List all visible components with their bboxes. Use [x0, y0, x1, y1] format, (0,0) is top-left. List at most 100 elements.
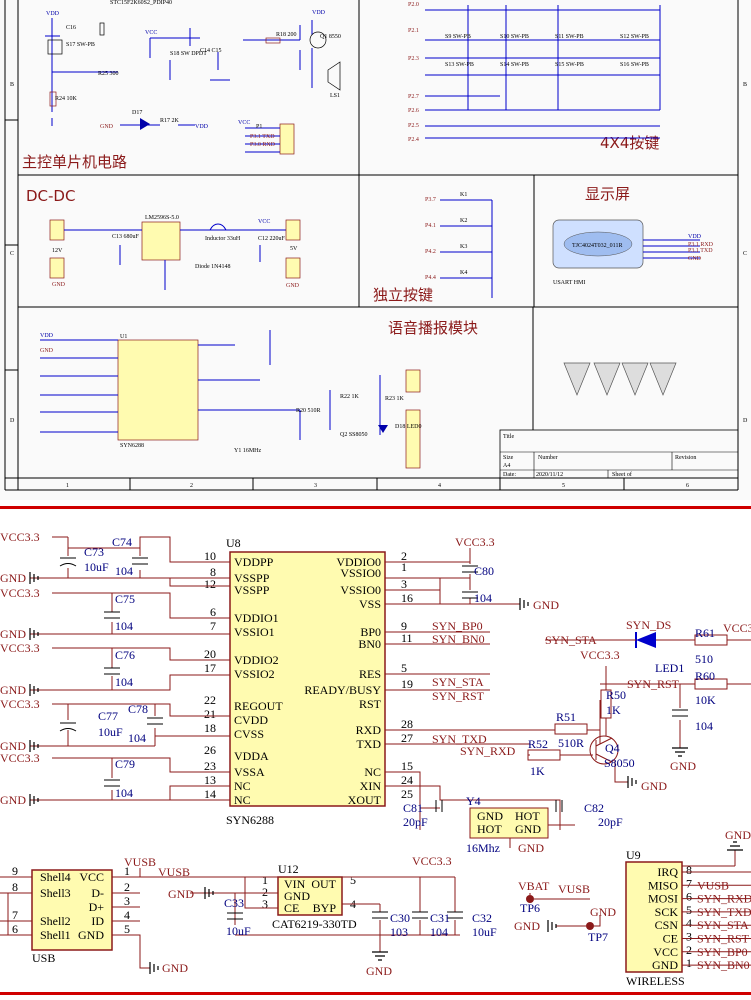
u8-pin-name: READY/BUSY: [304, 683, 381, 697]
c76-ref: C76: [115, 648, 135, 662]
date-label: Date:: [503, 472, 516, 478]
y4-hot: HOT: [477, 822, 502, 836]
svg-text:TJC4024T032_011R: TJC4024T032_011R: [572, 243, 622, 249]
u8-pin-number: 2: [401, 549, 407, 563]
u9-net-label: SYN_BP0: [697, 945, 748, 959]
svg-text:S12 SW-PB: S12 SW-PB: [620, 34, 649, 40]
u8-pin-number: 7: [210, 619, 216, 633]
c80-value: 104: [474, 591, 492, 605]
svg-text:R22 1K: R22 1K: [340, 394, 360, 400]
gnd-label-tp: GND: [514, 919, 540, 933]
svg-text:R18 200: R18 200: [276, 32, 297, 38]
u8-pin-name: NC: [234, 793, 251, 807]
usb-pin-name: ID: [91, 914, 104, 928]
u8-pin-number: 25: [401, 787, 413, 801]
svg-text:P2.4: P2.4: [408, 137, 419, 143]
u12-pin-number: 3: [262, 897, 268, 911]
number-label: Number: [538, 455, 558, 461]
gnd-label-5: GND: [0, 793, 26, 807]
u9-pin-name: MOSI: [648, 892, 678, 906]
grid-letter-d-right: D: [743, 418, 748, 424]
usb-label: USB: [32, 951, 55, 965]
net-syn-txd: SYN_TXD: [432, 732, 487, 746]
u8-pin-name: REGOUT: [234, 699, 283, 713]
u8-pin-name: CVSS: [234, 727, 264, 741]
c33-value: 10uF: [226, 924, 251, 938]
grid-letter-d: D: [10, 418, 15, 424]
u8-pin-number: 16: [401, 591, 413, 605]
svg-text:S10 SW-PB: S10 SW-PB: [500, 34, 529, 40]
u8-pin-name: RST: [359, 697, 382, 711]
u9-pin-name: MISO: [648, 878, 678, 892]
dcdc-section-title: DC-DC: [26, 187, 75, 205]
svg-text:S17 SW-PB: S17 SW-PB: [66, 42, 95, 48]
c32-value: 10uF: [472, 925, 497, 939]
u8-pin-name: CVDD: [234, 713, 268, 727]
title-block: Title Size A4 Number Revision Date: 2020…: [499, 429, 739, 479]
voice-section-title: 语音播报模块: [388, 319, 478, 337]
mcu-section-title: 主控单片机电路: [22, 153, 127, 171]
net-syn-ds: SYN_DS: [626, 618, 671, 632]
usb-block: GND VUSB USB Shell49Shell38Shell27Shell1…: [0, 855, 188, 975]
u9-pin-number: 7: [686, 876, 692, 890]
u8-pin-number: 11: [401, 631, 413, 645]
net-syn-bn0: SYN_BN0: [432, 632, 485, 646]
bottom-separator: [0, 992, 751, 995]
u9-pin-number: 1: [686, 956, 692, 970]
u8-pin-number: 6: [210, 605, 216, 619]
svg-text:C12 220uF: C12 220uF: [258, 236, 286, 242]
r50-ref: R50: [606, 688, 626, 702]
u12-pin-name: BYP: [313, 901, 337, 915]
u12-pin-name: OUT: [311, 877, 336, 891]
svg-text:GND: GND: [52, 282, 66, 288]
date-value: 2020/11/12: [536, 472, 563, 478]
u8-pin-number: 8: [210, 565, 216, 579]
u8-pin-name: TXD: [356, 737, 381, 751]
vcc-label-r61: VCC3.3: [723, 621, 751, 635]
svg-text:5V: 5V: [290, 246, 298, 252]
top-separator: [0, 506, 751, 509]
usb-pin-number: 1: [124, 864, 130, 878]
u8-left-pins: VDDPP10VSSPP8VSSPP12VDDIO16VSSIO17VDDIO2…: [204, 549, 283, 807]
c81-value: 20pF: [403, 815, 428, 829]
y4-ref: Y4: [466, 794, 481, 808]
net-syn-bp0: SYN_BP0: [432, 619, 483, 633]
vcc-label-r50: VCC3.3: [580, 648, 620, 662]
top-panel: B C D B C D 1 2 3 4 5 6 主控单片机电路 4X4按键 DC…: [4, 0, 748, 491]
u12-pin-name: VIN: [284, 877, 306, 891]
svg-text:S14 SW-PB: S14 SW-PB: [500, 62, 529, 68]
u8-pin-number: 12: [204, 577, 216, 591]
c79-ref: C79: [115, 757, 135, 771]
led1-ref: LED1: [655, 661, 684, 675]
vcc-label-4: VCC3.3: [0, 697, 40, 711]
svg-text:12V: 12V: [52, 248, 63, 254]
u8-left-network: VCC3.3 GND C74 C73 10uF 104 VCC3.3 GND C…: [0, 530, 230, 807]
gnd-label-q4: GND: [641, 779, 667, 793]
u9-net-label: SYN_TXD: [697, 905, 751, 919]
svg-text:P4.1: P4.1: [425, 223, 436, 229]
u9-pin-number: 8: [686, 863, 692, 877]
svg-text:SYN6288: SYN6288: [120, 443, 144, 449]
svg-text:VCC: VCC: [238, 120, 250, 126]
c75-value: 104: [115, 619, 133, 633]
vcc-label-u12: VCC3.3: [412, 854, 452, 868]
gnd-label-y4: GND: [518, 841, 544, 855]
net-syn-sta-right: SYN_STA: [545, 633, 597, 647]
usb-pin-number: 2: [124, 880, 130, 894]
r51-ref: R51: [556, 710, 576, 724]
c77-value: 10uF: [98, 725, 123, 739]
u9-pin-name: CSN: [655, 918, 679, 932]
gnd-label-tp7: GND: [590, 905, 616, 919]
keys-section-title: 独立按键: [373, 286, 433, 304]
u9-pin-name: VCC: [653, 945, 678, 959]
svg-text:K1: K1: [460, 192, 467, 198]
gnd-label-4: GND: [0, 739, 26, 753]
u12-part: CAT6219-330TD: [272, 917, 357, 931]
y4-gnd: GND: [477, 809, 503, 823]
grid-letter-c: C: [10, 251, 14, 257]
usb-pin-number: 6: [12, 922, 18, 936]
svg-text:LS1: LS1: [330, 93, 340, 99]
